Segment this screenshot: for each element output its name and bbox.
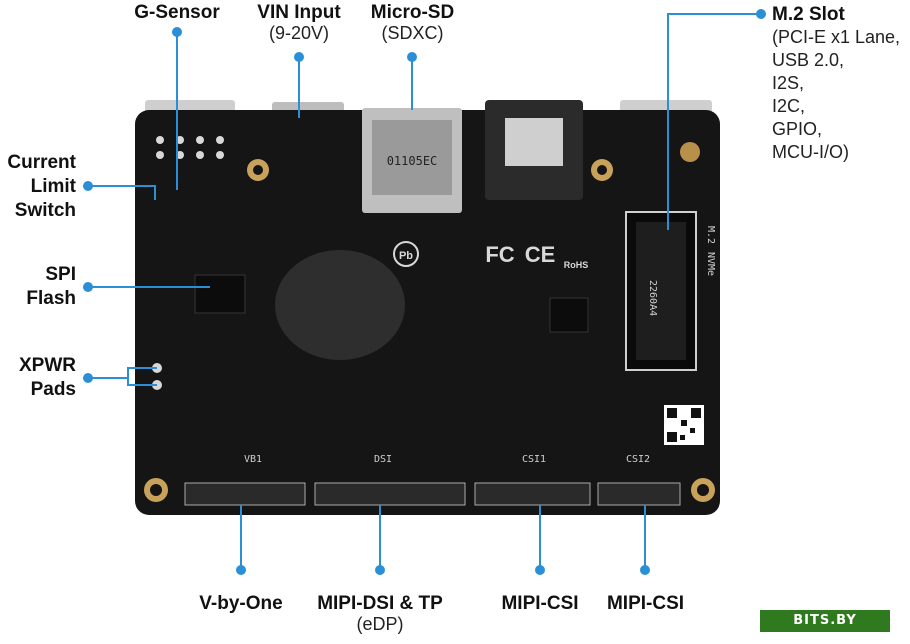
standoff [680, 142, 700, 162]
svg-text:FC: FC [485, 242, 514, 267]
label-micro-sd: Micro-SD (SDXC) [355, 2, 470, 44]
silk-nvme: NVMe [705, 252, 716, 276]
cert-logos: Pb FC CE RoHS [393, 241, 589, 270]
sd-marking: 01105EC [387, 154, 438, 168]
svg-text:CE: CE [525, 242, 556, 267]
label-micro-sd-type: (SDXC) [381, 22, 444, 43]
label-m2-detail-3: I2C, [772, 95, 806, 116]
callout-dots [83, 9, 766, 575]
silk-m2-marking: 2260A4 [647, 280, 658, 316]
label-m2-detail-2: I2S, [772, 72, 805, 93]
label-spi-flash: SPI Flash [0, 263, 76, 311]
silk-csi1: CSI1 [522, 454, 546, 465]
callout-lines [88, 13, 761, 570]
spi-flash-chip [194, 274, 246, 314]
label-m2-title: M.2 Slot [772, 4, 845, 25]
label-m2-detail-0: (PCI-E x1 Lane, [772, 26, 901, 47]
label-current-limit-line2: Switch [14, 200, 76, 221]
label-vin-input: VIN Input (9-20V) [240, 2, 358, 44]
label-xpwr-pads: XPWR Pads [0, 354, 76, 402]
label-current-limit-line0: Current [7, 152, 76, 173]
label-v-by-one: V-by-One [199, 593, 283, 614]
label-mipi-dsi-sub: (eDP) [356, 613, 404, 634]
label-xpwr-line1: Pads [30, 379, 76, 400]
label-m2-detail-1: USB 2.0, [772, 49, 845, 70]
label-micro-sd-title: Micro-SD [370, 2, 455, 23]
label-m2-detail-4: GPIO, [772, 118, 823, 139]
svg-text:RoHS: RoHS [564, 260, 589, 270]
ic-chip [549, 297, 589, 333]
label-current-limit-line1: Limit [30, 176, 76, 197]
watermark-logo: BITS.BY [760, 610, 890, 632]
label-current-limit-switch: Current Limit Switch [0, 151, 76, 223]
svg-text:Pb: Pb [399, 250, 413, 262]
silk-m2: M.2 [705, 226, 716, 244]
label-mipi-csi-2: MIPI-CSI [606, 593, 685, 614]
label-spi-flash-line0: SPI [45, 264, 76, 285]
label-m2-detail-5: MCU-I/O) [772, 141, 849, 162]
label-mipi-csi-1: MIPI-CSI [501, 593, 579, 614]
silk-vb1: VB1 [244, 454, 262, 465]
label-spi-flash-line1: Flash [26, 288, 76, 309]
fpc-csi2 [597, 482, 681, 506]
label-m2-slot: M.2 Slot (PCI-E x1 Lane, USB 2.0, I2S, I… [772, 4, 907, 164]
silk-csi2: CSI2 [626, 454, 650, 465]
silk-dsi: DSI [374, 454, 392, 465]
fpc-csi1 [474, 482, 591, 506]
label-mipi-dsi: MIPI-DSI & TP (eDP) [305, 593, 455, 635]
soc-pad-array [275, 250, 405, 360]
fpc-vbyone [184, 482, 306, 506]
label-g-sensor: G-Sensor [134, 2, 220, 23]
label-vin-input-title: VIN Input [257, 2, 341, 23]
label-mipi-dsi-title: MIPI-DSI & TP [317, 593, 443, 614]
label-vin-range: (9-20V) [268, 22, 330, 43]
label-xpwr-line0: XPWR [19, 355, 76, 376]
pcb [135, 110, 720, 515]
fpc-dsi [314, 482, 466, 506]
